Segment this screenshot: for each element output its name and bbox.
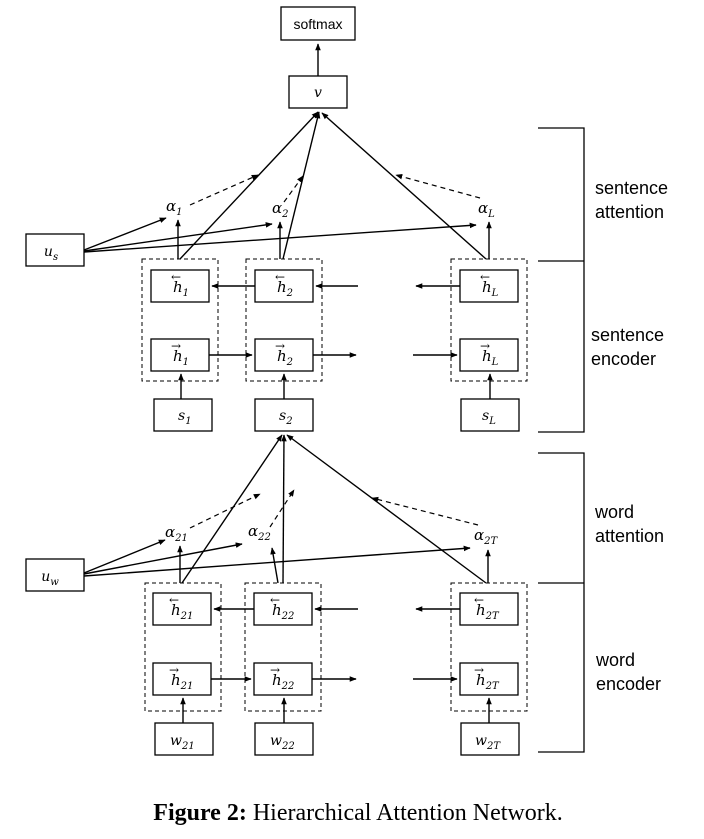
sentence-encoder-label-line1: sentence	[591, 325, 664, 345]
softmax-box	[280, 6, 356, 41]
h-forward-2T-box	[459, 662, 519, 696]
h22-to-alpha22-edge	[270, 547, 279, 584]
alpha-L-label: αL	[478, 199, 495, 220]
v-label: v	[314, 85, 322, 101]
u-s-label: us	[44, 244, 58, 263]
alpha-22-label: α22	[248, 522, 271, 543]
h21-to-s2-edge	[181, 434, 283, 584]
u-w-box	[25, 558, 85, 592]
h-backward-1-arrow: ←	[171, 270, 181, 284]
figure-caption: Figure 2: Hierarchical Attention Network…	[153, 800, 562, 826]
h-backward-2-arrow: ←	[275, 270, 285, 284]
h-forward-22-arrow: →	[270, 663, 280, 677]
u-s-box	[25, 233, 85, 267]
h-forward-22-label: h22	[272, 671, 294, 692]
h-forward-2-arrow: →	[275, 339, 285, 353]
alphaL-dashed-edge	[395, 173, 481, 199]
h22-to-s2-edge	[281, 434, 287, 584]
word-attention-label-line1: word	[594, 502, 634, 522]
alpha21-dashed-edge	[189, 493, 261, 529]
h-backward-21-label: h21	[171, 601, 193, 622]
sentence-attention-label-line2: attention	[595, 202, 664, 222]
alpha1-dashed-edge	[189, 174, 259, 206]
us-to-alpha2-edge	[83, 222, 273, 252]
alpha2T-dashed-edge	[371, 496, 479, 526]
w-22-box	[254, 722, 314, 756]
s-2-label: s2	[279, 408, 293, 427]
h-forward-2-box	[254, 338, 314, 372]
s-L-box	[460, 398, 520, 432]
h-backward-L-label: hL	[482, 278, 499, 299]
sentence-encoder-label-line2: encoder	[591, 349, 656, 369]
alpha22-dashed-edge	[269, 489, 295, 528]
h-forward-21-label: h21	[171, 671, 193, 692]
u-w-label: uw	[41, 569, 59, 588]
w-21-box	[154, 722, 214, 756]
word-encoder-label-line1: word	[595, 650, 635, 670]
h-forward-21-box	[152, 662, 212, 696]
softmax-label: softmax	[293, 16, 342, 32]
us-to-alphaL-edge	[83, 222, 477, 253]
word-level-brace	[538, 452, 585, 753]
h-backward-22-label: h22	[272, 601, 294, 622]
h-backward-L-arrow: ←	[480, 270, 490, 284]
h-forward-2T-label: h2T	[476, 671, 500, 692]
s-L-label: sL	[482, 408, 496, 427]
h2-to-v-edge	[282, 111, 321, 260]
alpha-2-label: α2	[272, 199, 289, 220]
h-backward-1-box	[150, 269, 210, 303]
w-2T-box	[460, 722, 520, 756]
sentence-encoder-group-2	[245, 258, 323, 382]
h-backward-21-arrow: ←	[169, 593, 179, 607]
h-backward-21-box	[152, 592, 212, 626]
h-forward-21-arrow: →	[169, 663, 179, 677]
s-1-box	[153, 398, 213, 432]
h-backward-22-box	[253, 592, 313, 626]
uw-to-alpha22-edge	[83, 542, 243, 575]
w-22-label: w22	[270, 733, 295, 752]
h-forward-L-arrow: →	[480, 339, 490, 353]
h-backward-L-box	[459, 269, 519, 303]
h1-to-v-edge	[179, 111, 319, 260]
h-backward-2T-arrow: ←	[474, 593, 484, 607]
hL-to-v-edge	[321, 112, 487, 260]
word-encoder-label-line2: encoder	[596, 674, 661, 694]
h-forward-L-label: hL	[482, 347, 499, 368]
h2T-to-s2-edge	[286, 434, 487, 584]
alpha-21-label: α21	[165, 523, 188, 544]
sentence-attention-label-line1: sentence	[595, 178, 668, 198]
alpha-1-label: α1	[166, 197, 183, 218]
uw-to-alpha2T-edge	[83, 545, 471, 577]
h-forward-1-arrow: →	[171, 339, 181, 353]
s-1-label: s1	[178, 408, 192, 427]
h-forward-2T-arrow: →	[474, 663, 484, 677]
h-forward-1-label: h1	[173, 347, 189, 368]
h-backward-2T-label: h2T	[476, 601, 500, 622]
h-backward-2-label: h2	[277, 278, 293, 299]
uw-to-alpha21-edge	[83, 539, 166, 574]
h-forward-1-box	[150, 338, 210, 372]
us-to-alpha1-edge	[83, 217, 167, 251]
w-21-label: w21	[170, 733, 195, 752]
h-forward-L-box	[459, 338, 519, 372]
h-forward-2-label: h2	[277, 347, 293, 368]
h-backward-2T-box	[459, 592, 519, 626]
word-attention-label-line2: attention	[595, 526, 664, 546]
h-backward-22-arrow: ←	[270, 593, 280, 607]
w-2T-label: w2T	[475, 733, 501, 752]
s-2-box	[254, 398, 314, 432]
alpha-2T-label: α2T	[474, 526, 499, 547]
h-forward-22-box	[253, 662, 313, 696]
h-backward-1-label: h1	[173, 278, 189, 299]
sentence-level-brace	[538, 127, 585, 433]
v-box	[288, 75, 348, 109]
